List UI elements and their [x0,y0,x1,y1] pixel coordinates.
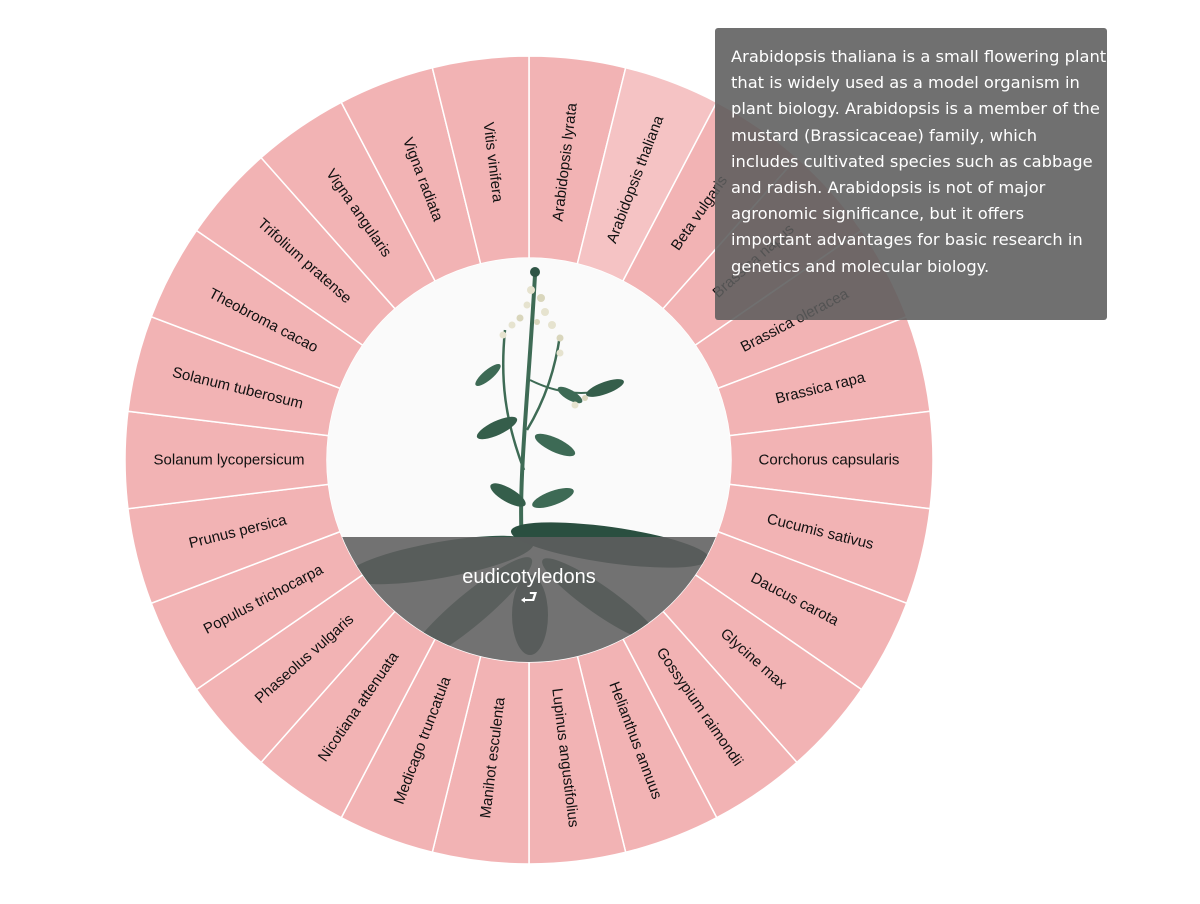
center-node[interactable]: eudicotyledons ⮐ [327,258,731,674]
species-tooltip: Arabidopsis thaliana is a small flowerin… [715,28,1107,320]
center-title: eudicotyledons [462,566,595,588]
center-label-overlay [342,537,716,662]
back-arrow-icon[interactable]: ⮐ [520,585,538,609]
tooltip-text: Arabidopsis thaliana is a small flowerin… [731,47,1107,276]
